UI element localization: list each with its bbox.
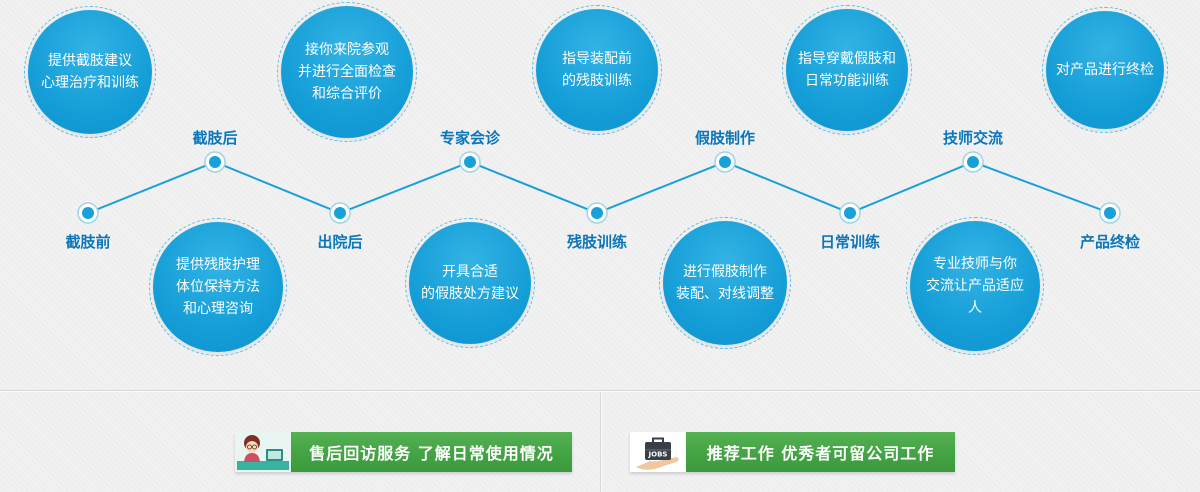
milestone-label-tech-exchange: 技师交流 [942, 129, 1004, 147]
jobs-banner-label[interactable]: 推荐工作 优秀者可留公司工作 [686, 432, 955, 472]
bubble-text-line: 体位保持方法 [176, 279, 260, 295]
bubble-text-line: 和综合评价 [312, 86, 382, 102]
bubble-text-line: 交流让产品适应人 [926, 278, 1024, 316]
milestone-node [962, 151, 984, 173]
milestone-node [1099, 202, 1121, 224]
bubble-text-line: 提供残肢护理 [176, 257, 260, 273]
milestone-node [839, 202, 861, 224]
bubble-text-line: 指导穿戴假肢和 [798, 51, 896, 67]
bubble-text-line: 心理治疗和训练 [41, 75, 139, 91]
bubble-text-line: 的假肢处方建议 [421, 286, 519, 302]
bubble-technician-exchange: 专业技师与你 交流让产品适应人 [906, 217, 1044, 355]
horizontal-divider [0, 390, 1200, 392]
jobs-briefcase-label: JOBS [648, 451, 668, 459]
bubble-text-line: 指导装配前 [562, 51, 632, 67]
bubble-text-line: 提供截肢建议 [48, 53, 132, 69]
bubble-final-inspection: 对产品进行终检 [1042, 7, 1168, 133]
milestone-label-post-amputation: 截肢后 [192, 129, 238, 147]
customer-service-woman-icon [235, 432, 291, 472]
milestone-label-daily-training: 日常训练 [819, 233, 881, 251]
timeline-zigzag [77, 151, 1121, 224]
milestone-node [714, 151, 736, 173]
bubble-text-line: 进行假肢制作 [683, 264, 767, 280]
bubble-text-line: 专业技师与你 [933, 256, 1017, 272]
after-sales-banner[interactable]: 售后回访服务 了解日常使用情况 [235, 432, 572, 472]
bubble-wearing-function-training: 指导穿戴假肢和 日常功能训练 [782, 5, 912, 135]
milestone-label-expert-consult: 专家会诊 [439, 129, 501, 147]
jobs-banner[interactable]: JOBS 推荐工作 优秀者可留公司工作 [630, 432, 955, 472]
milestone-node [204, 151, 226, 173]
milestone-node [329, 202, 351, 224]
bubble-residual-limb-care: 提供残肢护理 体位保持方法 和心理咨询 [149, 218, 287, 356]
hand-holding-briefcase-icon: JOBS [630, 432, 686, 472]
bubble-text-line: 接你来院参观 [305, 42, 389, 58]
milestone-label-limb-training: 残肢训练 [566, 233, 628, 251]
bubble-text-line: 和心理咨询 [183, 301, 253, 317]
bubble-prefit-training: 指导装配前 的残肢训练 [532, 5, 662, 135]
bubble-text-line: 的残肢训练 [562, 73, 632, 89]
bubble-fabrication-alignment: 进行假肢制作 装配、对线调整 [659, 217, 791, 349]
milestone-label-post-discharge: 出院后 [317, 233, 363, 251]
bubble-text-line: 开具合适 [442, 264, 498, 280]
milestone-node [77, 202, 99, 224]
milestone-label-final-check: 产品终检 [1079, 233, 1141, 251]
milestone-label-pre-amputation: 截肢前 [65, 233, 111, 251]
milestone-node [459, 151, 481, 173]
bubble-text-line: 日常功能训练 [805, 73, 889, 89]
bubble-text-line: 对产品进行终检 [1056, 62, 1154, 78]
bubble-prescription-advice: 开具合适 的假肢处方建议 [405, 218, 535, 348]
bubble-amputation-advice: 提供截肢建议 心理治疗和训练 [24, 6, 156, 138]
milestone-label-prosthesis-make: 假肢制作 [694, 129, 756, 147]
vertical-divider [600, 392, 602, 492]
bubble-text-line: 装配、对线调整 [676, 286, 774, 302]
after-sales-banner-label[interactable]: 售后回访服务 了解日常使用情况 [291, 432, 572, 472]
bubble-hospital-visit-checkup: 接你来院参观 并进行全面检查 和综合评价 [277, 2, 417, 142]
milestone-node [586, 202, 608, 224]
bubble-text-line: 并进行全面检查 [298, 64, 396, 80]
